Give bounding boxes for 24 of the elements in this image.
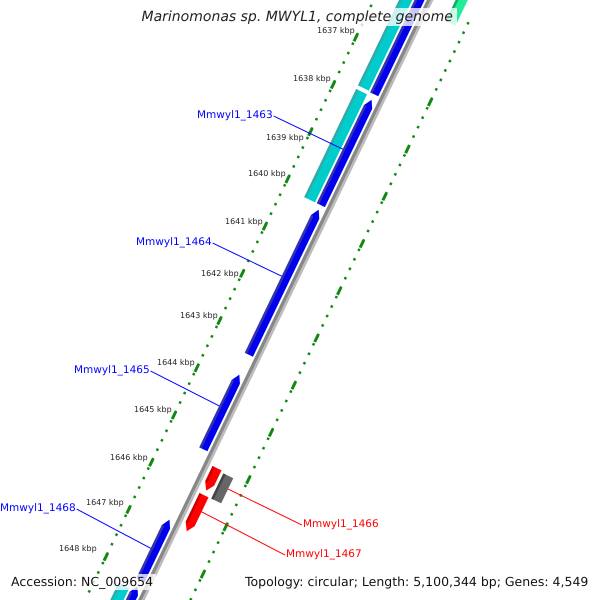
gene-feature: [186, 493, 209, 532]
gene-label: Mmwyl1_1465: [74, 364, 150, 376]
gene-label: Mmwyl1_1468: [0, 502, 76, 514]
leader-line: [201, 511, 286, 556]
gene-feature: [199, 374, 240, 452]
leader-line: [212, 242, 282, 277]
gene-feature: [211, 473, 234, 504]
gene-label: Mmwyl1_1464: [136, 236, 212, 248]
tick-label: 1639 kbp: [266, 132, 304, 142]
gene-label: Mmwyl1_1463: [197, 109, 273, 122]
gene-feature: [316, 100, 372, 208]
gene-label: Mmwyl1_1467: [286, 548, 362, 560]
tick-label: 1648 kbp: [59, 544, 97, 553]
leader-line: [76, 508, 152, 549]
gene-label: Mmwyl1_1466: [303, 518, 379, 530]
leader-line: [273, 116, 344, 150]
tick-label: 1643 kbp: [180, 310, 218, 320]
tick-label: 1645 kbp: [134, 404, 172, 414]
tick-label: 1646 kbp: [110, 452, 148, 462]
tick-label: 1640 kbp: [248, 168, 286, 178]
leader-line: [150, 370, 220, 406]
tick-label: 1641 kbp: [225, 216, 263, 226]
gene-feature: [244, 210, 320, 357]
footer-text: Accession: NC_009654: [8, 574, 156, 590]
